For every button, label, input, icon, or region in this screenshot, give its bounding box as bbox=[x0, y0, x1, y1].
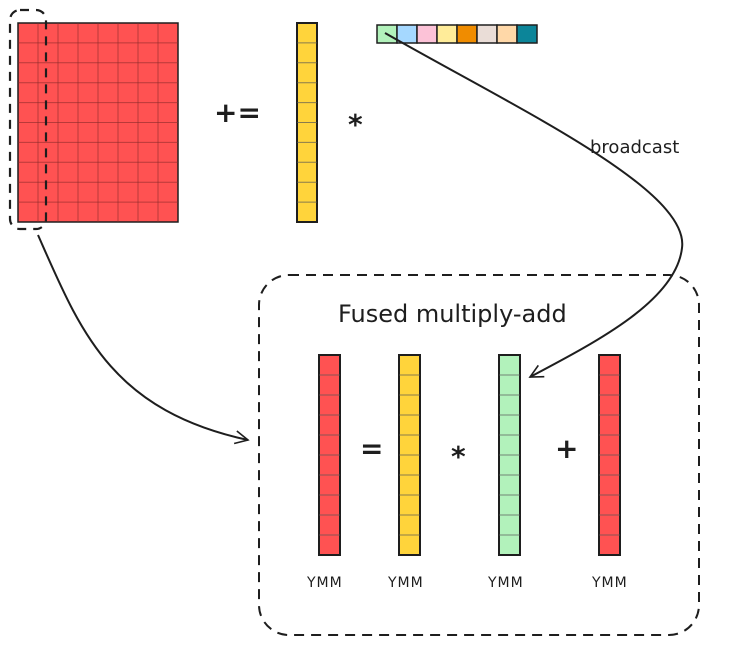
ymm-register bbox=[398, 354, 421, 556]
fma-title: Fused multiply-add bbox=[338, 300, 567, 328]
ymm-register bbox=[598, 354, 621, 556]
register-label: YMM bbox=[487, 575, 524, 591]
register-label: YMM bbox=[306, 575, 343, 591]
column-vector bbox=[296, 22, 318, 223]
row-vector bbox=[376, 24, 538, 44]
broadcast-label: broadcast bbox=[590, 137, 679, 158]
row-vector-cell bbox=[476, 24, 498, 44]
row-vector-cell bbox=[436, 24, 458, 44]
matrix-grid bbox=[17, 22, 179, 223]
column-selection-box bbox=[8, 8, 48, 231]
plus-equals-operator: += bbox=[214, 96, 261, 129]
equals-operator: = bbox=[360, 432, 383, 465]
row-vector-cell bbox=[396, 24, 418, 44]
row-vector-cell bbox=[416, 24, 438, 44]
row-vector-cell bbox=[496, 24, 518, 44]
ymm-register bbox=[318, 354, 341, 556]
row-vector-cell bbox=[516, 24, 538, 44]
broadcast-arrow bbox=[384, 32, 684, 378]
ymm-register bbox=[498, 354, 521, 556]
register-label: YMM bbox=[387, 575, 424, 591]
multiply-operator-top: * bbox=[348, 108, 363, 141]
fma-registers bbox=[318, 354, 621, 556]
column-vector bbox=[296, 22, 318, 223]
row-vector-cell bbox=[456, 24, 478, 44]
column-load-arrow bbox=[37, 234, 248, 440]
register-label: YMM bbox=[591, 575, 628, 591]
fma-box bbox=[258, 274, 700, 636]
multiply-operator: * bbox=[451, 440, 466, 473]
plus-operator: + bbox=[555, 432, 578, 465]
